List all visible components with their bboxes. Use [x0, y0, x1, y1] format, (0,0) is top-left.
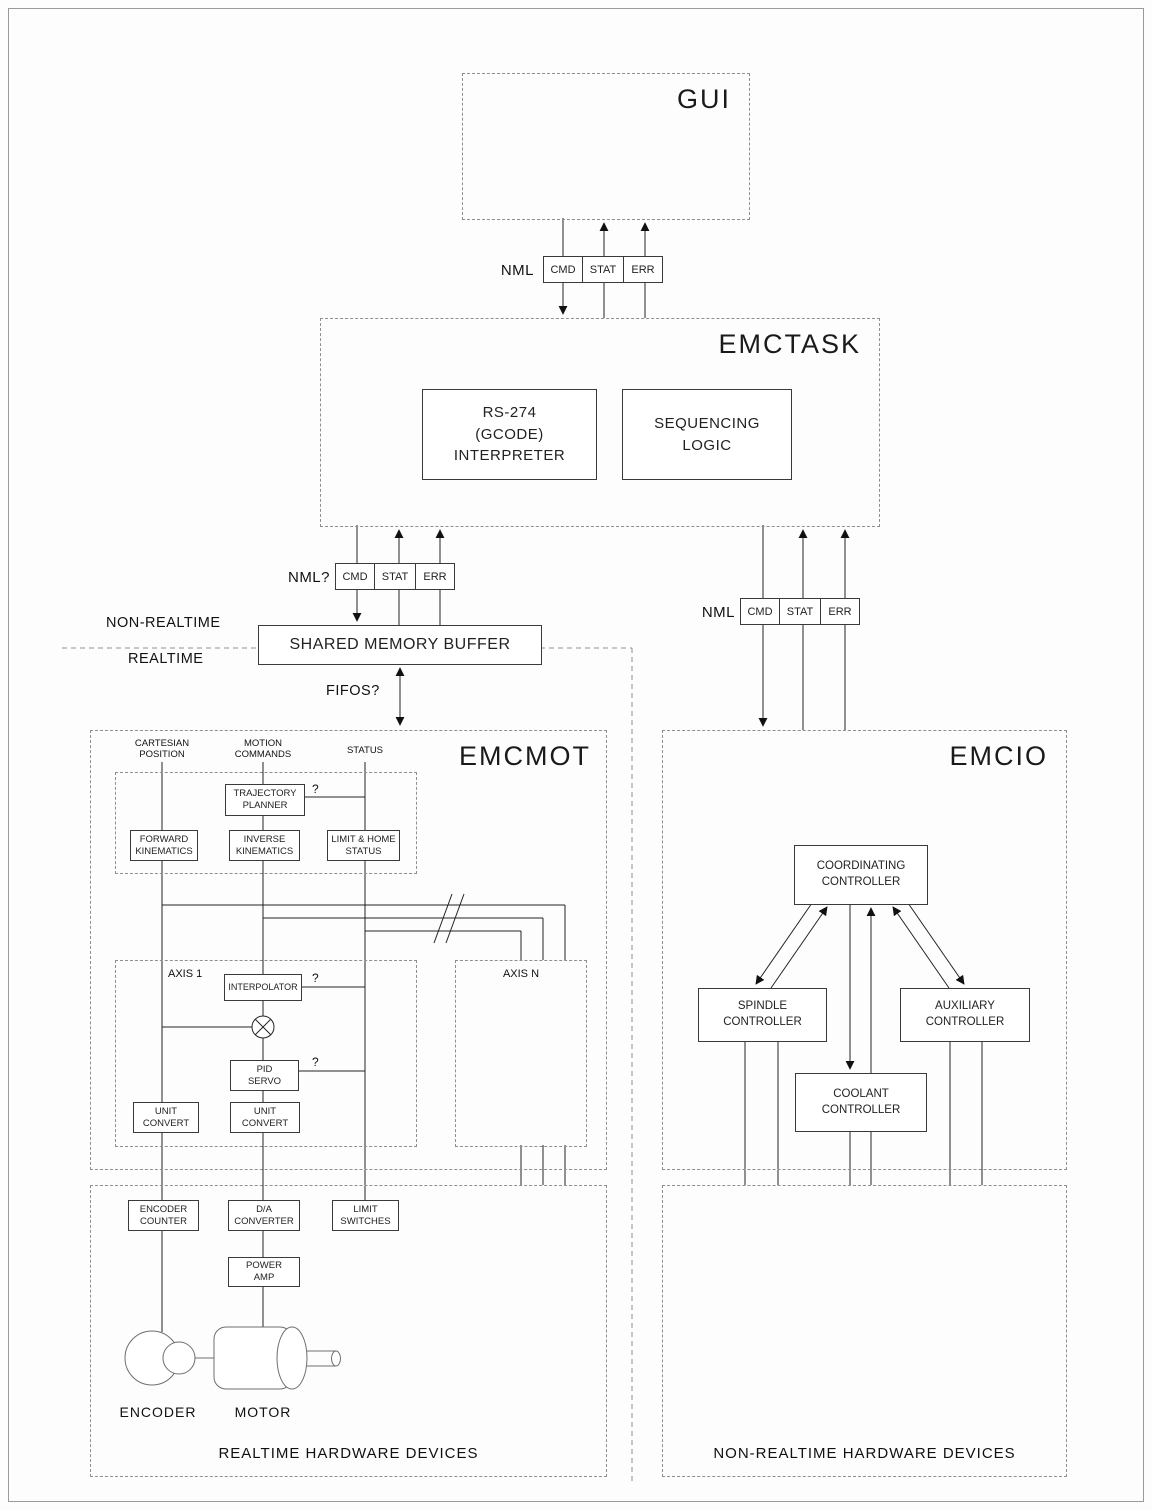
- hardware-connection-lines: [161, 1229, 264, 1332]
- nml-right-label: NML: [701, 604, 735, 621]
- realtime-label: REALTIME: [128, 651, 204, 667]
- summing-junction-icon: [251, 1015, 275, 1039]
- status-question-mark: ?: [312, 971, 319, 985]
- nml-top-cmd-box: CMD: [543, 256, 583, 283]
- unit-convert-position-box: UNIT CONVERT: [133, 1102, 199, 1133]
- non-realtime-label: NON-REALTIME: [106, 615, 221, 631]
- axisn-group-box: AXIS N: [455, 960, 587, 1147]
- nml-left-cmd-box: CMD: [335, 563, 375, 590]
- axis-fanout-lines: [162, 893, 566, 1185]
- forward-kinematics-box: FORWARD KINEMATICS: [130, 830, 198, 861]
- unit-convert-output-box: UNIT CONVERT: [230, 1102, 300, 1133]
- motion-commands-label: MOTION COMMANDS: [234, 738, 292, 760]
- encoder-counter-box: ENCODER COUNTER: [128, 1200, 199, 1231]
- gui-module-box: GUI: [462, 73, 750, 220]
- pid-servo-box: PID SERVO: [230, 1060, 299, 1091]
- emctask-title: EMCTASK: [718, 329, 861, 359]
- auxiliary-controller-box: AUXILIARY CONTROLLER: [900, 988, 1030, 1042]
- emcmot-title: EMCMOT: [459, 741, 591, 771]
- gui-title: GUI: [676, 84, 731, 114]
- emctask-module-box: EMCTASK: [320, 318, 880, 527]
- status-question-mark: ?: [312, 782, 319, 796]
- coordinating-controller-box: COORDINATING CONTROLLER: [794, 845, 928, 905]
- coolant-controller-box: COOLANT CONTROLLER: [795, 1073, 927, 1132]
- status-question-mark: ?: [312, 1055, 319, 1069]
- spindle-controller-box: SPINDLE CONTROLLER: [698, 988, 827, 1042]
- da-converter-box: D/A CONVERTER: [228, 1200, 300, 1231]
- interpolator-box: INTERPOLATOR: [224, 974, 302, 1001]
- nml-right-stat-box: STAT: [779, 598, 821, 625]
- axisn-label: AXIS N: [502, 968, 540, 980]
- emcio-module-box: EMCIO: [662, 730, 1067, 1170]
- nml-top-err-box: ERR: [623, 256, 663, 283]
- shared-memory-buffer-box: SHARED MEMORY BUFFER: [258, 625, 542, 665]
- axis1-group-box: AXIS 1: [115, 960, 417, 1147]
- nml-left-label: NML?: [287, 569, 330, 586]
- nml-left-stat-box: STAT: [374, 563, 416, 590]
- nml-left-channel: CMD STAT ERR: [335, 563, 455, 590]
- axis1-label: AXIS 1: [168, 968, 203, 980]
- nml-top-channel: CMD STAT ERR: [543, 256, 663, 283]
- nonrealtime-hardware-box: NON-REALTIME HARDWARE DEVICES: [662, 1185, 1067, 1477]
- nml-right-cmd-box: CMD: [740, 598, 780, 625]
- nonrealtime-hardware-title: NON-REALTIME HARDWARE DEVICES: [713, 1445, 1016, 1462]
- fifos-label: FIFOS?: [326, 683, 380, 699]
- nml-right-channel: CMD STAT ERR: [740, 598, 860, 625]
- sequencing-logic-box: SEQUENCING LOGIC: [622, 389, 792, 480]
- limit-home-status-box: LIMIT & HOME STATUS: [327, 830, 400, 861]
- emctask-emcio-arrows: [758, 525, 850, 730]
- gcode-interpreter-box: RS-274 (GCODE) INTERPRETER: [422, 389, 597, 480]
- encoder-label: ENCODER: [119, 1404, 197, 1420]
- realtime-hardware-box: REALTIME HARDWARE DEVICES: [90, 1185, 607, 1477]
- kinematics-group-box: [115, 772, 417, 874]
- nml-right-err-box: ERR: [820, 598, 860, 625]
- emcio-controller-arrows: [744, 902, 983, 1185]
- encoder-drawing: [124, 1330, 196, 1386]
- emcmot-signal-lines: [161, 762, 366, 1200]
- nml-top-label: NML: [500, 262, 534, 279]
- inverse-kinematics-box: INVERSE KINEMATICS: [229, 830, 300, 861]
- trajectory-planner-box: TRAJECTORY PLANNER: [225, 784, 305, 816]
- emcio-title: EMCIO: [949, 741, 1048, 771]
- nml-left-err-box: ERR: [415, 563, 455, 590]
- status-label: STATUS: [346, 745, 384, 756]
- cartesian-position-label: CARTESIAN POSITION: [134, 738, 190, 760]
- power-amp-box: POWER AMP: [228, 1257, 300, 1287]
- realtime-hardware-title: REALTIME HARDWARE DEVICES: [218, 1445, 479, 1462]
- emcmot-module-box: EMCMOT: [90, 730, 607, 1170]
- page-border: [8, 8, 1144, 1502]
- motor-label: MOTOR: [234, 1404, 292, 1420]
- nml-top-stat-box: STAT: [582, 256, 624, 283]
- motor-drawing: [195, 1326, 341, 1390]
- limit-switches-box: LIMIT SWITCHES: [332, 1200, 399, 1231]
- realtime-divider-line: [62, 647, 633, 1482]
